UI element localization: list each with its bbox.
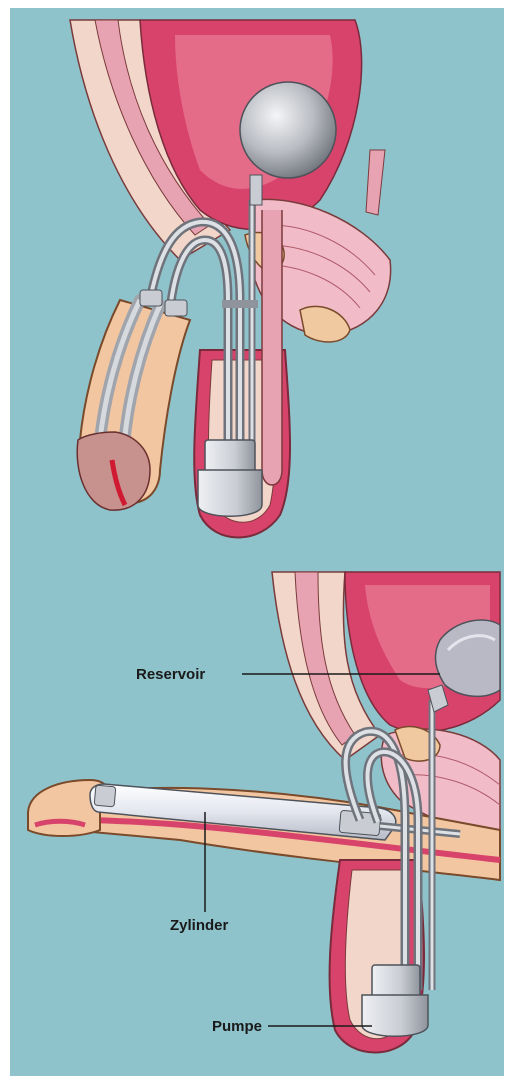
top-pump — [198, 440, 262, 516]
pumpe-label: Pumpe — [212, 1018, 262, 1035]
reservoir-label: Reservoir — [136, 666, 205, 683]
zylinder-label: Zylinder — [170, 917, 229, 934]
